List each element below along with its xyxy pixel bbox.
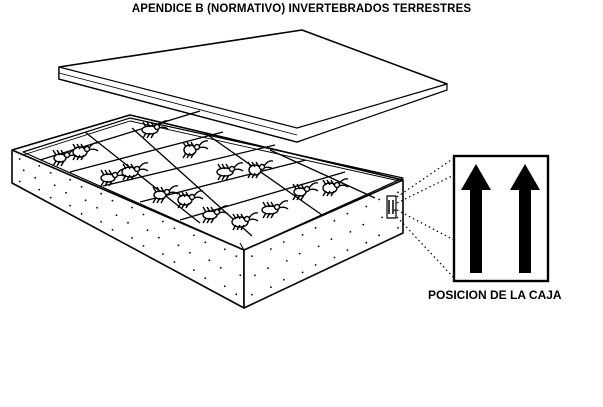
wall-dot <box>314 226 317 229</box>
wall-dot <box>267 267 269 269</box>
wall-dot <box>34 176 37 179</box>
wall-dot <box>381 216 383 219</box>
wall-dot <box>69 204 71 207</box>
box-lid <box>58 29 448 143</box>
wall-dot <box>146 229 149 232</box>
wall-dot <box>193 269 195 271</box>
wall-dot <box>270 248 272 250</box>
wall-dot <box>22 169 25 172</box>
wall-dot <box>177 244 180 247</box>
wall-dot <box>18 180 21 183</box>
insect-specimen <box>322 178 349 197</box>
wall-dot <box>219 266 222 269</box>
wall-dot <box>193 234 195 237</box>
wall-dot <box>38 165 41 167</box>
wall-dot <box>115 214 118 217</box>
wall-dot <box>378 198 380 201</box>
wall-dot <box>301 271 304 274</box>
wall-dot <box>365 205 368 208</box>
insect-specimen <box>292 182 319 201</box>
wall-dot <box>251 293 253 296</box>
wall-dot <box>142 245 145 247</box>
wall-dot <box>84 199 87 202</box>
wall-dot <box>18 158 21 160</box>
wall-dot <box>346 249 349 252</box>
insect-specimen <box>216 162 244 181</box>
wall-dot <box>301 234 304 236</box>
wall-dot <box>362 223 365 226</box>
wall-dot <box>208 259 211 262</box>
wall-dot <box>282 241 285 243</box>
wall-dot <box>239 274 242 277</box>
wall-dot <box>317 245 320 248</box>
wall-dot <box>330 238 333 241</box>
wall-dot <box>223 248 226 251</box>
wall-dot <box>270 286 272 289</box>
insect-specimen <box>231 212 259 231</box>
wall-dot <box>65 191 67 194</box>
wall-dot <box>49 172 52 174</box>
wall-dot <box>173 261 176 263</box>
wall-dot <box>223 285 226 288</box>
insect-specimen <box>152 185 179 204</box>
wall-dot <box>397 191 399 194</box>
wall-dot <box>235 293 238 296</box>
wall-dot <box>204 241 207 244</box>
wall-dot <box>285 260 288 262</box>
wall-dot <box>189 251 191 254</box>
box-position-caption: POSICION DE LA CAJA <box>428 288 562 302</box>
insect-specimen <box>177 190 204 209</box>
wall-dot <box>96 206 98 209</box>
wall-dot <box>251 255 253 257</box>
wall-dot <box>397 227 399 229</box>
insect-specimen <box>72 142 99 161</box>
wall-dot <box>142 213 145 216</box>
leader-lines <box>396 157 455 279</box>
wall-dot <box>69 178 71 181</box>
wall-dot <box>365 241 368 244</box>
wall-dot <box>100 220 102 223</box>
wall-dot <box>162 253 164 255</box>
wall-dot <box>38 188 41 191</box>
wall-dot <box>254 274 256 277</box>
wall-texture <box>18 158 399 296</box>
wall-dot <box>394 209 396 212</box>
insect-specimen <box>100 168 127 187</box>
insect-specimen <box>247 160 274 179</box>
wall-dot <box>131 206 133 209</box>
page-title: APENDICE B (NORMATIVO) INVERTEBRADOS TER… <box>131 3 472 15</box>
wall-dot <box>100 192 102 195</box>
insect-specimen <box>261 200 289 219</box>
wall-dot <box>349 231 352 233</box>
two-upward-arrows-icon <box>452 154 550 283</box>
wall-dot <box>298 252 301 255</box>
insect-specimen <box>202 205 229 224</box>
wall-dot <box>127 221 129 224</box>
wall-dot <box>158 236 160 239</box>
wall-dot <box>235 255 238 258</box>
wall-dot <box>314 264 317 266</box>
wall-dot <box>333 219 336 222</box>
wall-dot <box>173 227 176 230</box>
wall-dot <box>282 278 285 281</box>
wall-dot <box>111 199 114 202</box>
wall-dot <box>346 212 349 215</box>
wall-dot <box>204 277 207 280</box>
insect-specimen <box>121 162 149 181</box>
wall-dot <box>162 220 164 223</box>
insect-specimen <box>141 120 169 139</box>
wall-dot <box>378 234 380 237</box>
insect-specimens <box>52 120 349 231</box>
insect-specimen <box>182 140 209 159</box>
wall-dot <box>53 184 56 187</box>
wall-dot <box>131 237 133 239</box>
wall-dot <box>111 229 114 231</box>
wall-dot <box>80 185 83 188</box>
wall-dot <box>80 212 83 215</box>
wall-dot <box>49 196 52 199</box>
wall-dot <box>333 256 336 259</box>
